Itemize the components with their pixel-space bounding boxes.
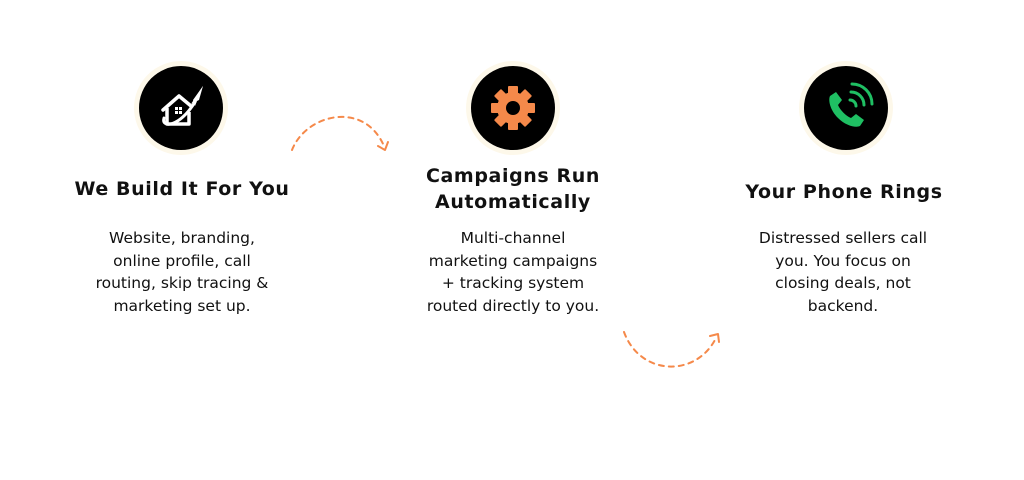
curved-arrow-2 [623, 331, 720, 368]
step-2-icon-badge [466, 61, 560, 155]
desc-line: Distressed sellers call [758, 229, 928, 247]
desc-line: Multi-channel [460, 229, 566, 247]
step-3-icon-badge [799, 61, 893, 155]
desc-line: you. You focus on [775, 251, 911, 270]
house-rocket-icon [161, 86, 203, 126]
phone-ringing-icon [829, 82, 874, 127]
step-2-title: Campaigns Run Automatically [400, 163, 626, 215]
step-1-title: We Build It For You [74, 178, 290, 200]
desc-line: + tracking system [441, 274, 585, 292]
desc-line: Website, branding, [109, 229, 255, 247]
step-1-description: Website, branding, online profile, call … [62, 227, 302, 317]
desc-line: routed directly to you. [426, 296, 600, 315]
curved-arrow-1 [291, 115, 389, 151]
desc-line: routing, skip tracing & [95, 274, 269, 292]
step-1-icon-badge [134, 61, 228, 155]
desc-line: marketing campaigns [428, 251, 598, 270]
step-2-description: Multi-channel marketing campaigns + trac… [398, 227, 628, 317]
desc-line: online profile, call [113, 251, 251, 270]
desc-line: marketing set up. [113, 296, 251, 315]
title-line: Campaigns Run [425, 165, 601, 187]
desc-line: backend. [807, 296, 879, 315]
desc-line: closing deals, not [775, 274, 911, 292]
step-3-description: Distressed sellers call you. You focus o… [728, 227, 958, 317]
title-line: Automatically [435, 191, 591, 213]
step-3-title: Your Phone Rings [745, 181, 943, 203]
gear-icon [491, 86, 535, 130]
